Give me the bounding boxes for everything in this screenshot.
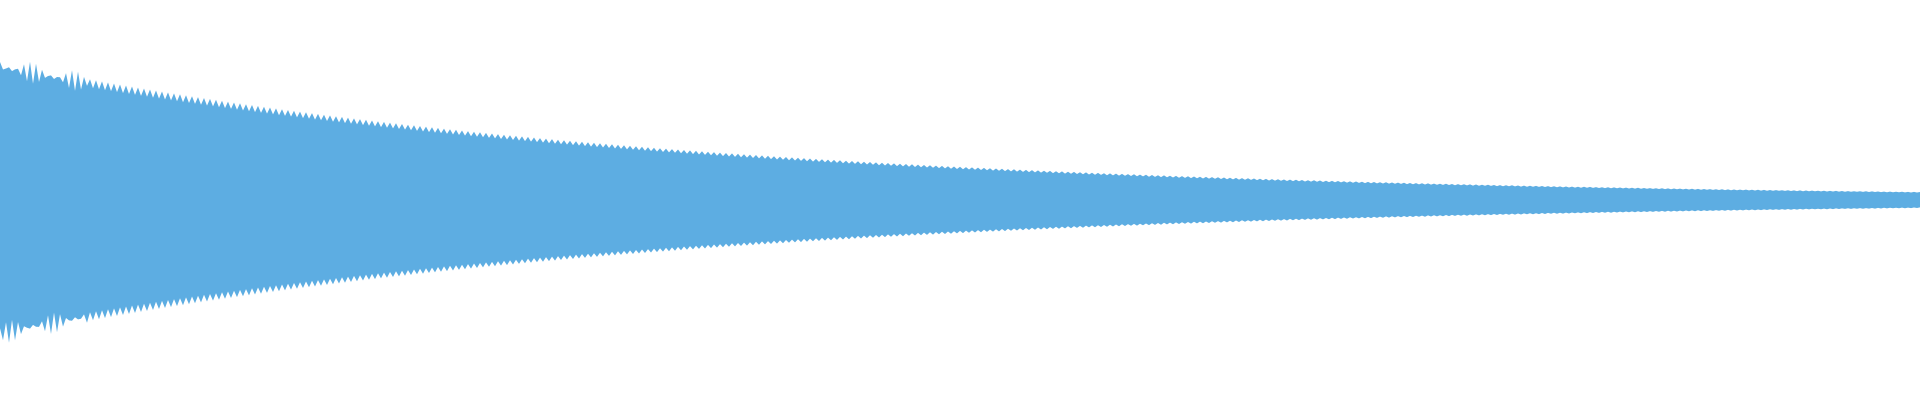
waveform-envelope	[0, 61, 1920, 343]
